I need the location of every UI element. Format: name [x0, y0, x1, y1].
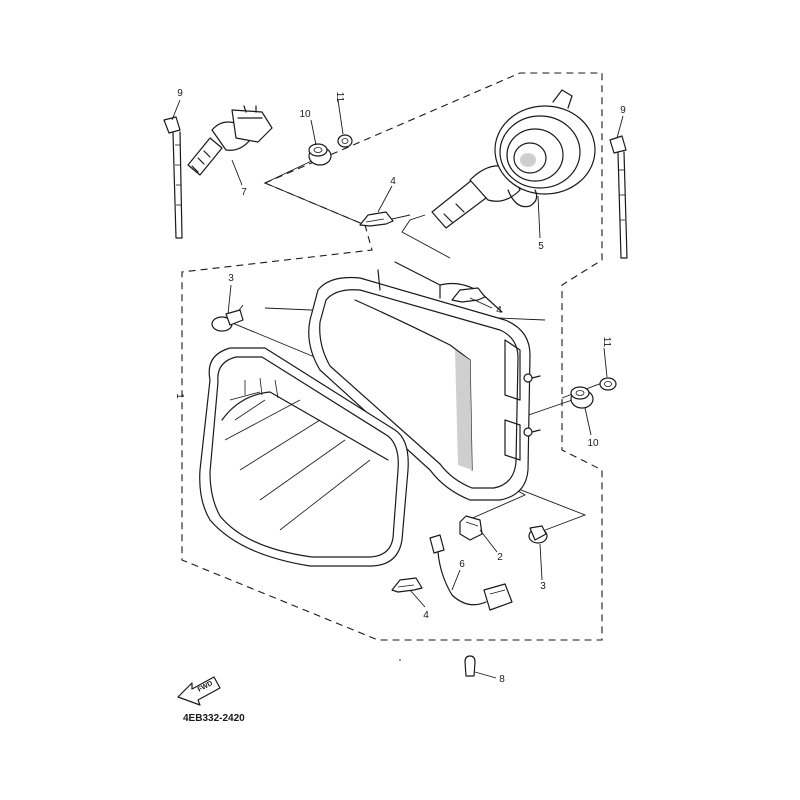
bulb-loose	[464, 655, 497, 679]
callout-labels: 9 9 7 10 11 4 5 3 4 1 11 10 2 6 3 4 8	[174, 88, 626, 685]
forward-arrow-icon: FWD	[177, 676, 221, 706]
nut-top	[337, 134, 353, 148]
assembly-boundary	[181, 72, 603, 641]
small-bulb-left	[211, 309, 244, 332]
grommet-top	[308, 143, 332, 166]
callout-1: 1	[174, 393, 185, 399]
callout-8: 8	[499, 674, 505, 685]
callout-9-right: 9	[620, 105, 626, 116]
grommet-right	[570, 386, 594, 409]
nut-right	[599, 377, 617, 391]
callout-7: 7	[241, 187, 247, 198]
callout-9-left: 9	[177, 88, 183, 99]
callout-4-mid: 4	[496, 305, 502, 316]
callout-6: 6	[459, 559, 465, 570]
cable-tie-left	[163, 116, 183, 239]
small-bulb-right	[528, 525, 548, 544]
lead-wire	[429, 534, 513, 611]
cable-tie-right	[609, 135, 628, 259]
clip-mid	[451, 287, 486, 303]
clip-bottom	[391, 577, 423, 593]
bulb-socket	[431, 89, 596, 229]
callout-4-bottom: 4	[423, 610, 429, 621]
callout-3-left: 3	[228, 273, 234, 284]
bulb-h4	[187, 105, 273, 176]
callout-10-right: 10	[587, 438, 599, 449]
headlight-lens	[199, 347, 409, 567]
callout-10-top: 10	[299, 109, 311, 120]
callout-11-top: 11	[334, 92, 345, 103]
clip-top	[359, 211, 394, 227]
drawing-code: 4EB332-2420	[183, 713, 245, 724]
callout-11-right: 11	[601, 337, 612, 348]
headlight-housing	[308, 261, 541, 501]
bulb-socket-small	[459, 515, 483, 541]
callout-leaders	[171, 99, 624, 608]
callout-3-right: 3	[540, 581, 546, 592]
callout-5: 5	[538, 241, 544, 252]
stray-mark	[399, 659, 401, 661]
callout-4-top: 4	[390, 176, 396, 187]
callout-2: 2	[497, 552, 503, 563]
